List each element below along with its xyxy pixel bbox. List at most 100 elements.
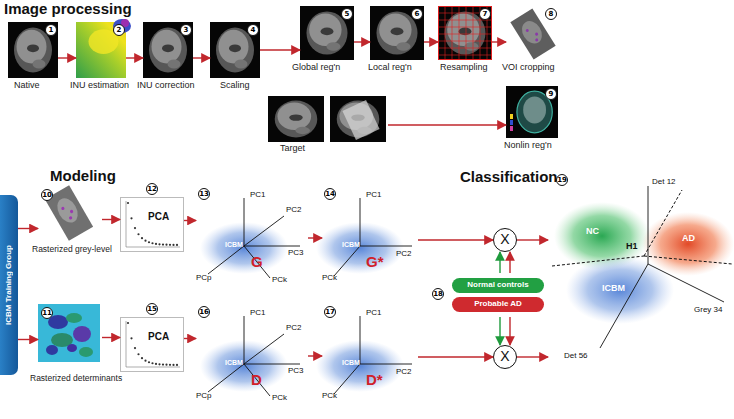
determinant-blob: [73, 326, 91, 342]
group-pill: Probable AD: [452, 297, 544, 312]
arrow-line: [517, 356, 548, 357]
flow-arrow: [308, 356, 322, 357]
head-tissue: [306, 11, 347, 54]
arrow-line: [18, 339, 38, 340]
classification-space: 19NCADICBMH1Det 12Grey 34Det 56: [548, 172, 734, 372]
arrow-line: [492, 41, 506, 42]
pc-axis: [244, 216, 284, 246]
arrow-line: [354, 41, 370, 42]
mri-background: [143, 22, 193, 78]
node-text: AD: [682, 234, 695, 244]
mri-background: [300, 6, 354, 60]
pc-axis: [244, 198, 245, 246]
voxel-mark: [535, 38, 539, 42]
pc-axis: [360, 316, 361, 364]
node-text: Native: [14, 81, 40, 91]
callout-number: 7: [479, 8, 491, 20]
node-text: Nonlin reg'n: [504, 141, 552, 151]
target-voi: [342, 100, 379, 140]
node-text: ICBM: [225, 359, 243, 367]
eigenvalue-dot: [165, 364, 167, 366]
resample-grid: [466, 6, 467, 60]
eigenvalue-dot: [141, 357, 143, 359]
head-tissue: [275, 101, 318, 138]
mri-background: [370, 6, 424, 60]
resample-grid: [438, 41, 492, 42]
node-text: ICBM: [225, 241, 243, 249]
node-illustration: [322, 306, 418, 406]
flow-arrow: [388, 125, 506, 126]
cerebellum: [235, 60, 248, 69]
flow-arrow: [500, 317, 510, 345]
node-text: PCk: [322, 274, 337, 283]
callout-number: 3: [180, 24, 192, 36]
voxel-mark: [535, 32, 539, 36]
eigenvalue-dot: [158, 243, 160, 245]
arrow-line: [424, 41, 438, 42]
callout-number: 4: [247, 24, 259, 36]
pc-axis: [360, 364, 412, 365]
callout-number: 6: [411, 8, 423, 20]
node-text: ICBM Training Group: [0, 195, 18, 375]
feature-axis: [648, 186, 649, 264]
group-pill: Normal controls: [452, 278, 544, 293]
color-bar: [510, 114, 513, 119]
node-text: H1: [626, 242, 638, 252]
node-text: NC: [586, 227, 599, 237]
node-text: Target: [280, 144, 305, 154]
resample-grid: [438, 27, 492, 28]
resample-grid: [452, 6, 453, 60]
node-text: Normal controls: [452, 278, 544, 293]
resample-grid: [438, 55, 492, 56]
plot-axis: [126, 247, 180, 248]
callout-number: 19: [556, 174, 568, 186]
node-text: Resampling: [440, 63, 488, 73]
callout-number: 17: [324, 306, 336, 318]
node-text: PCp: [196, 392, 212, 401]
mri-background: [8, 22, 58, 78]
ventricle: [162, 44, 174, 52]
callout-number: 5: [341, 8, 353, 20]
arrow-line: [499, 252, 500, 273]
resample-grid: [473, 6, 474, 60]
node-text: INU correction: [137, 81, 195, 91]
eigenvalue-dot: [165, 244, 167, 246]
eigenvalue-dot: [155, 363, 157, 365]
mri-background: [330, 96, 386, 142]
eigenvalue-dot: [155, 243, 157, 245]
determinant-blob: [46, 345, 58, 355]
arrow-line: [102, 219, 120, 220]
node-illustration: [196, 306, 308, 406]
flow-arrow: [102, 219, 120, 220]
node-text: PC1: [250, 191, 266, 200]
pc-axis: [244, 364, 270, 396]
training-group-band: ICBM Training Group: [0, 195, 18, 375]
plot-axis: [126, 367, 180, 368]
flow-arrow: [260, 50, 300, 51]
arrow-line: [193, 57, 210, 58]
determinant-background: [38, 304, 100, 362]
image-thumbnail: 3INU correction: [143, 22, 193, 94]
node-text: Det 56: [564, 352, 588, 361]
arrow-line: [260, 49, 300, 50]
pc-axis: [360, 246, 412, 247]
rotated-target: [342, 100, 379, 140]
eigenvalue-dot: [144, 240, 146, 242]
flow-arrow: [102, 337, 120, 338]
section-heading: Modeling: [50, 167, 116, 184]
node-text: PC3: [288, 367, 304, 376]
determinant-blob: [66, 313, 82, 323]
projection-circle: X: [493, 345, 517, 369]
node-text: PC1: [366, 191, 382, 200]
voxel-mark: [61, 206, 65, 210]
decision-boundary: [644, 256, 732, 264]
node-text: ICBM: [602, 284, 625, 294]
eigenvalue-dot: [141, 237, 143, 239]
image-thumbnail: 4Scaling: [210, 22, 260, 94]
image-thumbnail: 8VOI cropping: [506, 6, 558, 78]
ventricle: [27, 44, 39, 52]
projection-circle: X: [493, 228, 517, 252]
voxel-mark: [525, 28, 529, 32]
node-text: G*: [366, 254, 384, 271]
